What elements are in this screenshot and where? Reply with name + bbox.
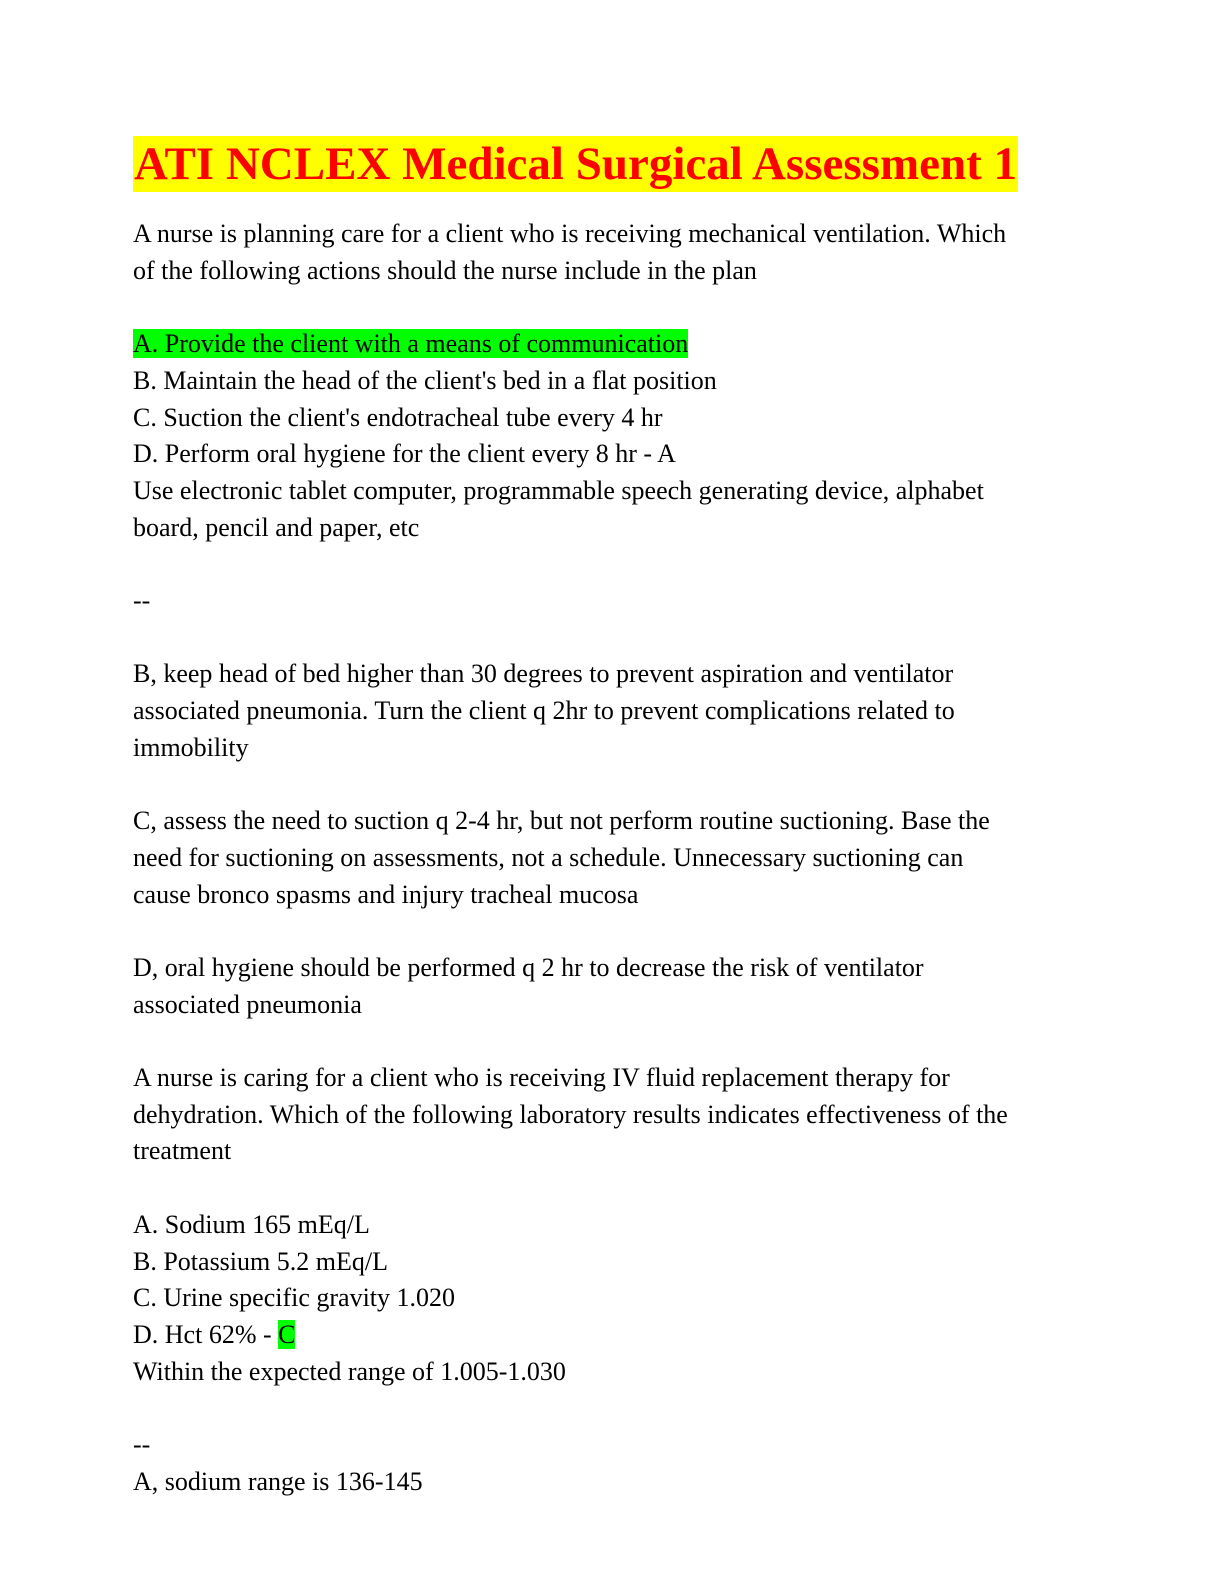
answer-option-d: D. Hct 62% - C <box>133 1317 1093 1354</box>
document-title: ATI NCLEX Medical Surgical Assessment 1 <box>133 136 1018 192</box>
spacer <box>133 620 1093 657</box>
explanation-b: B, keep head of bed higher than 30 degre… <box>133 659 954 689</box>
answer-option-a: A. Sodium 165 mEq/L <box>133 1209 370 1239</box>
explanation-b: associated pneumonia. Turn the client q … <box>133 696 955 726</box>
rationale-text: board, pencil and paper, etc <box>133 512 420 542</box>
answer-option-b: B. Potassium 5.2 mEq/L <box>133 1246 388 1276</box>
answer-option-d-text: D. Hct 62% - <box>133 1319 279 1349</box>
correct-answer-highlight: C <box>278 1319 296 1349</box>
question-stem: treatment <box>133 1136 232 1166</box>
document-body: A nurse is planning care for a client wh… <box>133 216 1093 1500</box>
rationale-text: Use electronic tablet computer, programm… <box>133 475 984 505</box>
spacer <box>133 546 1093 583</box>
separator: -- <box>133 586 151 615</box>
question-stem: of the following actions should the nurs… <box>133 255 757 285</box>
separator: -- <box>133 1430 151 1460</box>
spacer <box>133 1390 1093 1427</box>
question-stem: A nurse is planning care for a client wh… <box>133 219 1007 248</box>
spacer <box>133 1023 1093 1060</box>
spacer <box>133 913 1093 950</box>
question-stem: dehydration. Which of the following labo… <box>133 1099 1008 1129</box>
question-2: A nurse is caring for a client who is re… <box>133 1060 1093 1500</box>
question-stem: A nurse is caring for a client who is re… <box>133 1063 950 1093</box>
answer-option-d: D. Perform oral hygiene for the client e… <box>133 439 676 469</box>
answer-option-b: B. Maintain the head of the client's bed… <box>133 365 717 395</box>
document-page: ATI NCLEX Medical Surgical Assessment 1 … <box>133 136 1093 1500</box>
explanation-d: D, oral hygiene should be performed q 2 … <box>133 952 924 982</box>
spacer <box>133 1170 1093 1207</box>
answer-option-a: A. Provide the client with a means of co… <box>133 326 1093 363</box>
explanation-c: C, assess the need to suction q 2-4 hr, … <box>133 806 990 836</box>
spacer <box>133 767 1093 804</box>
question-1: A nurse is planning care for a client wh… <box>133 216 1093 1060</box>
explanation-b: immobility <box>133 732 249 762</box>
explanation-c: need for suctioning on assessments, not … <box>133 842 964 872</box>
rationale-text: Within the expected range of 1.005-1.030 <box>133 1356 566 1386</box>
spacer <box>133 289 1093 326</box>
explanation-c: cause bronco spasms and injury tracheal … <box>133 879 639 909</box>
answer-option-c: C. Suction the client's endotracheal tub… <box>133 402 663 432</box>
explanation-d: associated pneumonia <box>133 989 362 1019</box>
explanation-a: A, sodium range is 136-145 <box>133 1466 423 1496</box>
answer-option-c: C. Urine specific gravity 1.020 <box>133 1283 456 1313</box>
correct-answer-highlight: A. Provide the client with a means of co… <box>133 329 689 359</box>
